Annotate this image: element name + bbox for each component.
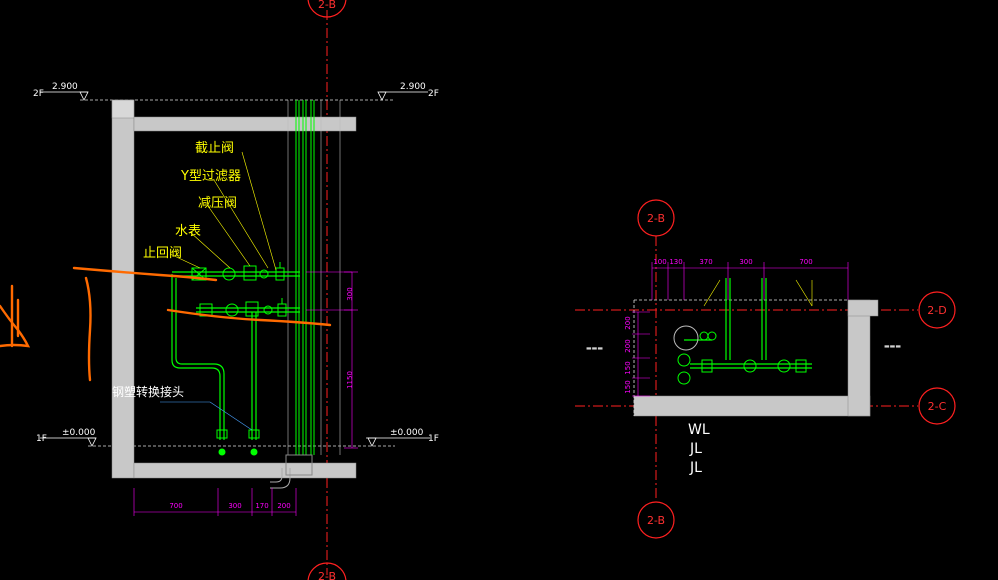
plan-meter-a-icon[interactable]	[699, 331, 709, 341]
elevation-marker-top-right: 2.900 2F	[377, 82, 439, 101]
riser-outline	[287, 100, 341, 455]
plan-pipes	[684, 278, 812, 369]
plan-wall-right	[847, 299, 871, 417]
elevation-marker-bottom-right: ±0.000 1F	[366, 428, 439, 447]
plan-wall-bottom	[633, 395, 871, 417]
label-gate-valve: 截止阀	[195, 141, 234, 156]
label-water-meter: 水表	[175, 224, 201, 239]
plan-dim-top-3: 300	[739, 258, 752, 266]
plan-axis-label-bottom: 2-B	[647, 514, 665, 527]
label-pressure-valve: 减压阀	[198, 196, 237, 211]
wall-left-cap	[111, 99, 135, 119]
axis-label-bottom: 2-B	[318, 570, 336, 580]
plan-leaders	[703, 279, 813, 307]
plan-dim-left-0: 200	[624, 316, 632, 329]
plan-dim-top-4: 700	[799, 258, 812, 266]
lower-pressure-valve-icon[interactable]	[245, 301, 259, 317]
lower-branch-fittings	[199, 298, 287, 317]
plan-filter-a-icon[interactable]	[701, 359, 713, 373]
plan-axis-bubble-2d[interactable]	[918, 291, 956, 329]
axis-label-top: 2-B	[318, 0, 336, 11]
plan-meter-d-icon[interactable]	[777, 359, 791, 373]
svg-text:2.900: 2.900	[400, 82, 426, 92]
plan-axis-label-2c: 2-C	[928, 400, 947, 413]
plan-filter-b-icon[interactable]	[795, 359, 807, 373]
svg-text:±0.000: ±0.000	[390, 428, 424, 438]
pipe-terminals	[216, 429, 260, 456]
plan-fittings	[673, 325, 807, 385]
plan-valve-b-icon[interactable]	[677, 371, 691, 385]
dim-bottom-1: 300	[228, 502, 241, 510]
svg-text:2F: 2F	[428, 89, 439, 99]
water-meter-icon[interactable]	[222, 267, 236, 281]
lower-gate-valve-icon[interactable]	[277, 303, 287, 317]
elevation-marker-top-left: 2.900 2F	[33, 82, 89, 101]
plan-dim-left-2: 150	[624, 361, 632, 374]
plan-axis-bubble-bottom[interactable]	[637, 501, 675, 539]
orange-markup	[0, 266, 332, 382]
plan-note-right: ▬▬▬	[884, 343, 901, 350]
riser-pipes	[295, 100, 315, 455]
gate-valve-icon[interactable]	[275, 267, 285, 281]
plan-riser-a-icon[interactable]	[673, 325, 699, 351]
plan-dim-top-0: 100	[653, 258, 666, 266]
pipe-code-0: WL	[688, 422, 710, 438]
svg-text:±0.000: ±0.000	[62, 428, 96, 438]
section-dims-right	[306, 271, 358, 449]
svg-text:2F: 2F	[33, 89, 44, 99]
svg-text:1F: 1F	[36, 434, 47, 444]
slab-bottom	[133, 462, 357, 479]
dim-bottom-3: 200	[277, 502, 290, 510]
plan-meter-c-icon[interactable]	[743, 359, 757, 373]
plan-meter-b-icon[interactable]	[707, 331, 717, 341]
pipe-code-1: JL	[689, 441, 702, 457]
plan-dim-left-3: 150	[624, 380, 632, 393]
plan-dim-left-1: 200	[624, 339, 632, 352]
dim-bottom-0: 700	[169, 502, 182, 510]
slab-top	[133, 116, 357, 132]
plan-axis-bubble-top[interactable]	[637, 199, 675, 237]
plan-dims-left	[632, 311, 650, 397]
plan-dim-top-2: 370	[699, 258, 712, 266]
dim-right-upper: 300	[346, 287, 354, 300]
label-check-valve: 止回阀	[143, 246, 182, 261]
plan-dim-top-1: 130	[669, 258, 682, 266]
plan-axis-bubble-2c[interactable]	[918, 387, 956, 425]
section-dims-bottom	[133, 488, 297, 516]
adapter-leader-diag	[209, 401, 253, 431]
label-leaders	[169, 151, 277, 271]
upper-branch-fittings	[191, 262, 285, 281]
lower-water-meter-icon[interactable]	[225, 303, 239, 317]
pressure-valve-icon[interactable]	[243, 265, 257, 281]
lower-y-filter-icon[interactable]	[263, 305, 273, 315]
section-view: 2-B 2-B 2.900 2F 2.900 2F ±0.000 1F	[0, 0, 439, 580]
elevation-marker-bottom-left: ±0.000 1F	[36, 428, 97, 447]
wall-left	[111, 99, 135, 479]
drain-elbow	[270, 454, 313, 489]
svg-text:2.900: 2.900	[52, 82, 78, 92]
lower-branch-pipe	[196, 307, 300, 440]
dim-bottom-2: 170	[255, 502, 268, 510]
svg-text:1F: 1F	[428, 434, 439, 444]
axis-bubble-top[interactable]	[307, 0, 347, 18]
terminal-a	[218, 448, 226, 456]
axis-bubble-bottom[interactable]	[307, 562, 347, 580]
label-y-filter: Y型过滤器	[180, 169, 241, 184]
pipe-code-2: JL	[689, 460, 702, 476]
plan-view: 2-B 2-B 2-D 2-C 100 130 370 300 700	[575, 199, 956, 539]
label-adapter: 钢塑转换接头	[112, 384, 184, 399]
plan-axis-label-top: 2-B	[647, 212, 665, 225]
upper-branch-pipe	[171, 271, 300, 440]
plan-valve-a-icon[interactable]	[677, 353, 691, 367]
plan-dims-top	[651, 262, 849, 300]
plan-wall-right-cap	[847, 299, 879, 317]
plan-note-left: ▬▬▬	[586, 345, 603, 352]
check-valve-icon[interactable]	[191, 267, 207, 281]
plan-axis-label-2d: 2-D	[927, 304, 946, 317]
dim-right-lower: 1150	[346, 371, 354, 389]
y-filter-icon[interactable]	[259, 269, 269, 279]
terminal-b	[250, 448, 258, 456]
